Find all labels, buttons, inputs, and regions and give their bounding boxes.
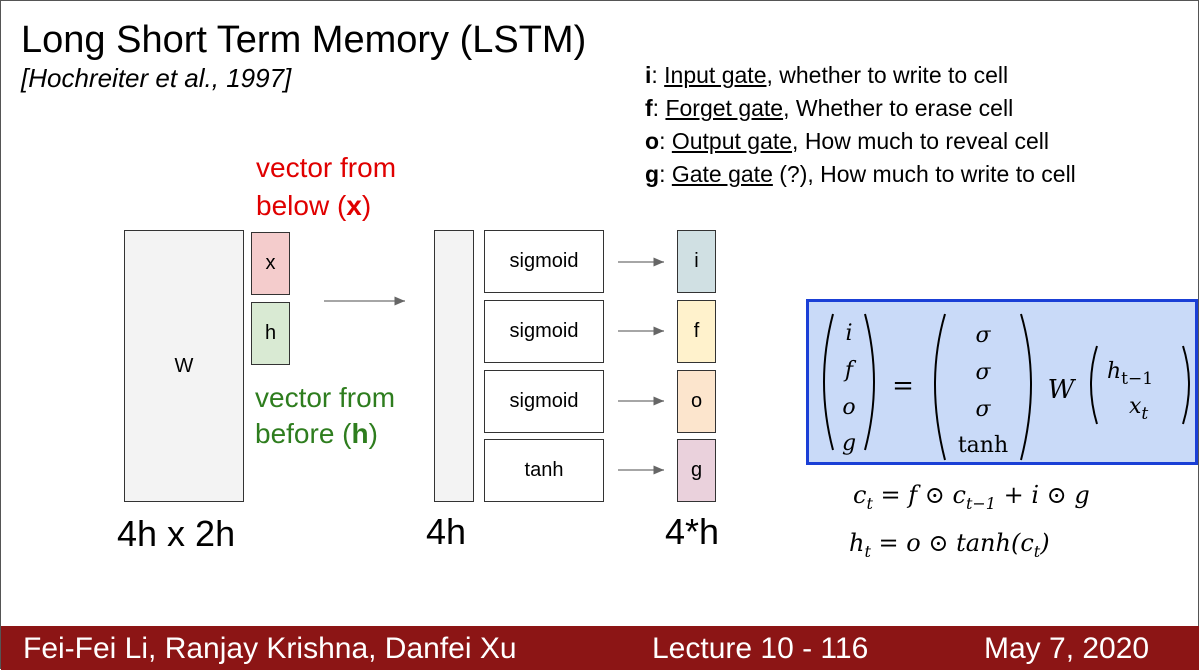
gate-label: i	[694, 250, 699, 272]
gate-box-g: g	[677, 439, 716, 502]
citation: [Hochreiter et al., 1997]	[21, 63, 292, 93]
rhs-h-sub: t−1	[1121, 369, 1153, 389]
legend-item-input: i: Input gate, whether to write to cell	[645, 62, 1009, 88]
legend-desc: (?), How much to write to cell	[772, 161, 1076, 187]
hidden-h-sub: t	[864, 541, 871, 561]
middle-dim-label: 4h	[426, 511, 467, 552]
func-sigma-i: σ	[975, 323, 991, 348]
cell-c: c	[853, 481, 867, 509]
gate-box-f: f	[677, 300, 716, 363]
equation-box: i f o g = σ σ σ tanh W ht−1 xt	[806, 299, 1198, 465]
legend-letter: i	[645, 62, 652, 88]
legend-name: Forget gate	[665, 95, 784, 121]
vector-below-line2: below (x)	[256, 187, 396, 225]
vector-below-label: vector from below (x)	[256, 149, 396, 225]
lhs-i: i	[845, 321, 852, 346]
hidden-rhs: = o ⊙ tanh(c	[870, 529, 1034, 557]
vector-before-var: h	[351, 418, 369, 449]
vector-before-pre: before (	[255, 418, 352, 449]
activation-label: sigmoid	[509, 320, 579, 342]
weight-dim-label: 4h x 2h	[117, 513, 236, 554]
legend-desc: , whether to write to cell	[766, 62, 1009, 88]
lhs-f: f	[843, 358, 857, 383]
cell-update-equation: ct = f ⊙ ct−1 + i ⊙ g	[853, 481, 1090, 513]
legend-item-output: o: Output gate, How much to reveal cell	[645, 128, 1049, 154]
gate-legend: i: Input gate, whether to write to cell …	[645, 59, 1076, 191]
slide-title: Long Short Term Memory (LSTM)	[21, 19, 587, 61]
rhs-x-term: xt	[1129, 394, 1148, 424]
activation-box-f: sigmoid	[484, 300, 604, 363]
output-dim-label: 4*h	[665, 511, 720, 552]
gate-label: o	[690, 390, 703, 412]
hidden-rhs-sub: t	[1033, 541, 1041, 561]
activation-label: sigmoid	[509, 390, 579, 412]
weight-matrix-box: W	[124, 230, 244, 502]
legend-name: Gate gate	[671, 161, 773, 187]
input-x-box: x	[251, 232, 290, 295]
legend-desc: , How much to reveal cell	[792, 128, 1049, 154]
gate-label: g	[690, 459, 703, 481]
vector-below-post: )	[361, 190, 372, 221]
cell-rhs: = f ⊙ c	[872, 481, 966, 509]
input-h-label: h	[264, 322, 277, 344]
gate-label: f	[693, 320, 700, 342]
gate-box-i: i	[677, 230, 716, 293]
vector-before-label: vector from before (h)	[255, 380, 395, 452]
preactivation-vector-box	[434, 230, 474, 502]
rhs-x-sub: t	[1141, 404, 1148, 424]
equals-sign: =	[892, 371, 914, 401]
vector-below-var: x	[346, 190, 362, 221]
vector-below-pre: below (	[256, 190, 347, 221]
hidden-close: )	[1040, 529, 1050, 557]
footer-date: May 7, 2020	[984, 632, 1150, 665]
activation-label: tanh	[524, 459, 564, 481]
legend-item-forget: f: Forget gate, Whether to erase cell	[645, 95, 1014, 121]
arrows-layer	[324, 257, 664, 475]
input-x-label: x	[265, 252, 276, 274]
footer-authors: Fei-Fei Li, Ranjay Krishna, Danfei Xu	[23, 632, 517, 665]
footer-bar: Fei-Fei Li, Ranjay Krishna, Danfei Xu Le…	[1, 626, 1199, 670]
weight-matrix-label: W	[174, 354, 194, 377]
equation-W: W	[1048, 375, 1077, 405]
legend-desc: , Whether to erase cell	[783, 95, 1014, 121]
func-sigma-o: σ	[975, 397, 991, 422]
input-h-box: h	[251, 302, 290, 365]
activation-box-i: sigmoid	[484, 230, 604, 293]
gate-box-o: o	[677, 370, 716, 433]
vector-before-line1: vector from	[255, 382, 396, 413]
rhs-h: h	[1107, 359, 1121, 384]
activation-box-g: tanh	[484, 439, 604, 502]
cell-rhs-sub: t−1	[965, 493, 996, 513]
legend-letter: o	[645, 128, 660, 154]
cell-rest: + i ⊙ g	[995, 481, 1090, 509]
func-sigma-f: σ	[975, 360, 991, 385]
gate-equation: i f o g = σ σ σ tanh W ht−1 xt	[823, 313, 1190, 461]
legend-letter: g	[645, 161, 660, 187]
rhs-x: x	[1129, 394, 1142, 419]
footer-lecture: Lecture 10 - 116	[652, 632, 869, 665]
hidden-h: h	[849, 529, 865, 557]
legend-name: Output gate	[671, 128, 793, 154]
vector-below-line1: vector from	[256, 152, 397, 183]
cell-c-sub: t	[866, 493, 873, 513]
legend-item-gate: g: Gate gate (?), How much to write to c…	[645, 161, 1076, 187]
lhs-o: o	[842, 395, 855, 420]
func-tanh-g: tanh	[958, 433, 1008, 458]
hidden-update-equation: ht = o ⊙ tanh(ct)	[849, 529, 1050, 561]
legend-letter: f	[645, 95, 653, 121]
lhs-g: g	[842, 431, 856, 456]
vector-before-line2: before (h)	[255, 416, 395, 452]
vector-before-post: )	[368, 418, 378, 449]
activation-label: sigmoid	[509, 250, 579, 272]
rhs-h-term: ht−1	[1107, 359, 1153, 389]
activation-box-o: sigmoid	[484, 370, 604, 433]
legend-name: Input gate	[664, 62, 767, 88]
